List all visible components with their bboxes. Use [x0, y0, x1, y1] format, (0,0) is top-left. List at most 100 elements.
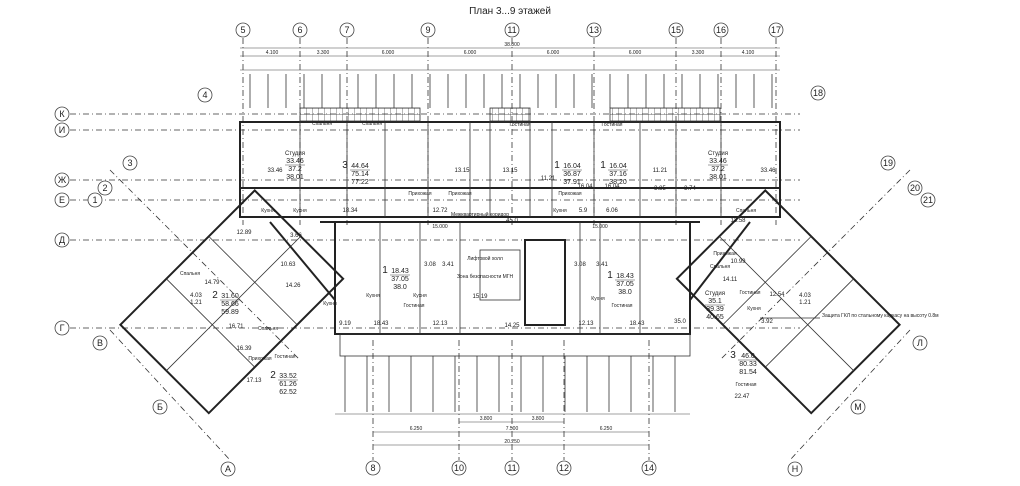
room-area: 10.63 [280, 262, 296, 268]
room-area: 3.74 [684, 186, 696, 192]
apartment-total-area-balcony: 38.0 [618, 289, 632, 296]
room-area: 14.11 [723, 277, 738, 283]
apartment-room-count: 1 [607, 270, 613, 281]
axis-bubble [912, 335, 928, 351]
apartment-total-area: 37.2 [288, 166, 302, 173]
room-name: Кухня [591, 296, 605, 302]
apartment-total-area-balcony: 77.22 [351, 179, 369, 186]
apartment-room-count: 2 [270, 370, 276, 381]
axis-bubble-label: Н [792, 464, 799, 474]
room-area: 35.0 [674, 319, 686, 325]
room-area: 9.19 [339, 321, 351, 327]
room-area: 18.43 [373, 321, 389, 327]
room-name: Спальня [736, 208, 756, 214]
room-name: Зона безопасности МГН [457, 274, 514, 280]
room-area: 16.39 [236, 346, 252, 352]
room-area: 3.66 [290, 233, 302, 239]
dimension-segment: 3.300 [692, 50, 705, 56]
room-name: Кухня [366, 293, 380, 299]
room-name: Спальня [710, 264, 730, 270]
axis-bubble [451, 460, 467, 476]
dimension-segment: 3.800 [532, 416, 545, 422]
room-area: 11.21 [653, 168, 668, 174]
room-area: 10.99 [730, 259, 746, 265]
room-area: 22.47 [734, 394, 750, 400]
room-name: Спальня [180, 271, 200, 277]
axis-bubble [907, 180, 923, 196]
dimension-segment: 15.000 [432, 224, 448, 230]
room-area: 12.13 [432, 321, 448, 327]
axis-bubble-label: 15 [671, 25, 681, 35]
room-area: 33.46 [760, 168, 776, 174]
room-name: Гостиная [275, 354, 296, 360]
room-name: Гостиная [740, 290, 761, 296]
room-area: 16.04 [577, 184, 593, 190]
apartment-room-count: Студия [708, 151, 728, 157]
room-area: 3.08 [574, 262, 586, 268]
apartment-living-area: 16.04 [563, 163, 581, 170]
room-name: Спальня [258, 326, 278, 332]
room-area: 1.21 [190, 300, 202, 306]
axis-bubble [504, 460, 520, 476]
axis-bubble [713, 22, 729, 38]
dimension-segment: 6.250 [410, 426, 423, 432]
axis-bubble-label: Д [59, 235, 65, 245]
room-area: 3.41 [596, 262, 608, 268]
apartment-living-area: 33.46 [286, 158, 304, 165]
apartment-room-count: Студия [705, 291, 725, 297]
apartment-living-area: 46.0 [741, 353, 755, 360]
apartment-total-area-balcony: 38.0 [393, 284, 407, 291]
dimension-segment: 6.000 [382, 50, 395, 56]
axis-bubble [122, 155, 138, 171]
room-name: Прихожая [448, 191, 471, 197]
dimension-segment: 4.100 [266, 50, 279, 56]
apartment-room-count: 1 [600, 160, 606, 171]
room-area: 16.04 [604, 184, 620, 190]
room-area: 45.0 [506, 218, 518, 224]
apartment-total-area: 75.14 [351, 171, 369, 178]
axis-bubble-label: Б [157, 402, 163, 412]
axis-bubble-label: 2 [102, 183, 107, 193]
room-name: Гостиная [510, 122, 531, 128]
axis-bubble [504, 22, 520, 38]
room-area: 12.54 [769, 292, 785, 298]
axis-bubble-label: И [59, 125, 65, 135]
axis-bubble-label: 9 [425, 25, 430, 35]
apartment-total-area-balcony: 38.01 [286, 174, 304, 181]
apartment-room-count: 3 [730, 350, 736, 361]
axis-bubble-label: Л [917, 338, 923, 348]
axis-bubble-label: 12 [559, 463, 569, 473]
apartment-total-area: 36.87 [563, 171, 581, 178]
room-area: 13.15 [454, 168, 470, 174]
room-area: 17.13 [246, 378, 262, 384]
apartment-room-count: Студия [285, 151, 305, 157]
axis-bubble-label: 21 [923, 195, 933, 205]
apartment-room-count: 2 [212, 290, 218, 301]
apartment-living-area: 16.04 [609, 163, 627, 170]
room-area: 16.71 [228, 324, 244, 330]
apartment-total-area: 37.2 [711, 166, 725, 173]
apartment-total-area: 39.39 [706, 306, 724, 313]
dimension-segment: 4.100 [742, 50, 755, 56]
axis-bubble [54, 106, 70, 122]
room-name: Гостиная [736, 382, 757, 388]
apartment-total-area-balcony: 59.89 [221, 309, 239, 316]
axis-bubble [220, 461, 236, 477]
room-area: 3.08 [424, 262, 436, 268]
apartment-total-area-balcony: 37.91 [563, 179, 581, 186]
axis-bubble-label: 1 [92, 195, 97, 205]
axis-bubble [152, 399, 168, 415]
axis-bubble [97, 180, 113, 196]
apartment-living-area: 18.43 [391, 268, 409, 275]
axis-bubble-label: К [59, 109, 65, 119]
axis-bubble-label: М [854, 402, 862, 412]
axis-bubble-label: 19 [883, 158, 893, 168]
plan-title: План 3...9 этажей [469, 6, 551, 17]
axis-bubble-label: 10 [454, 463, 464, 473]
axis-bubble-label: 6 [297, 25, 302, 35]
axis-bubble-label: 20 [910, 183, 920, 193]
room-name: Прихожая [408, 191, 431, 197]
axis-bubble [339, 22, 355, 38]
room-area: 3.41 [442, 262, 454, 268]
axis-bubble [768, 22, 784, 38]
